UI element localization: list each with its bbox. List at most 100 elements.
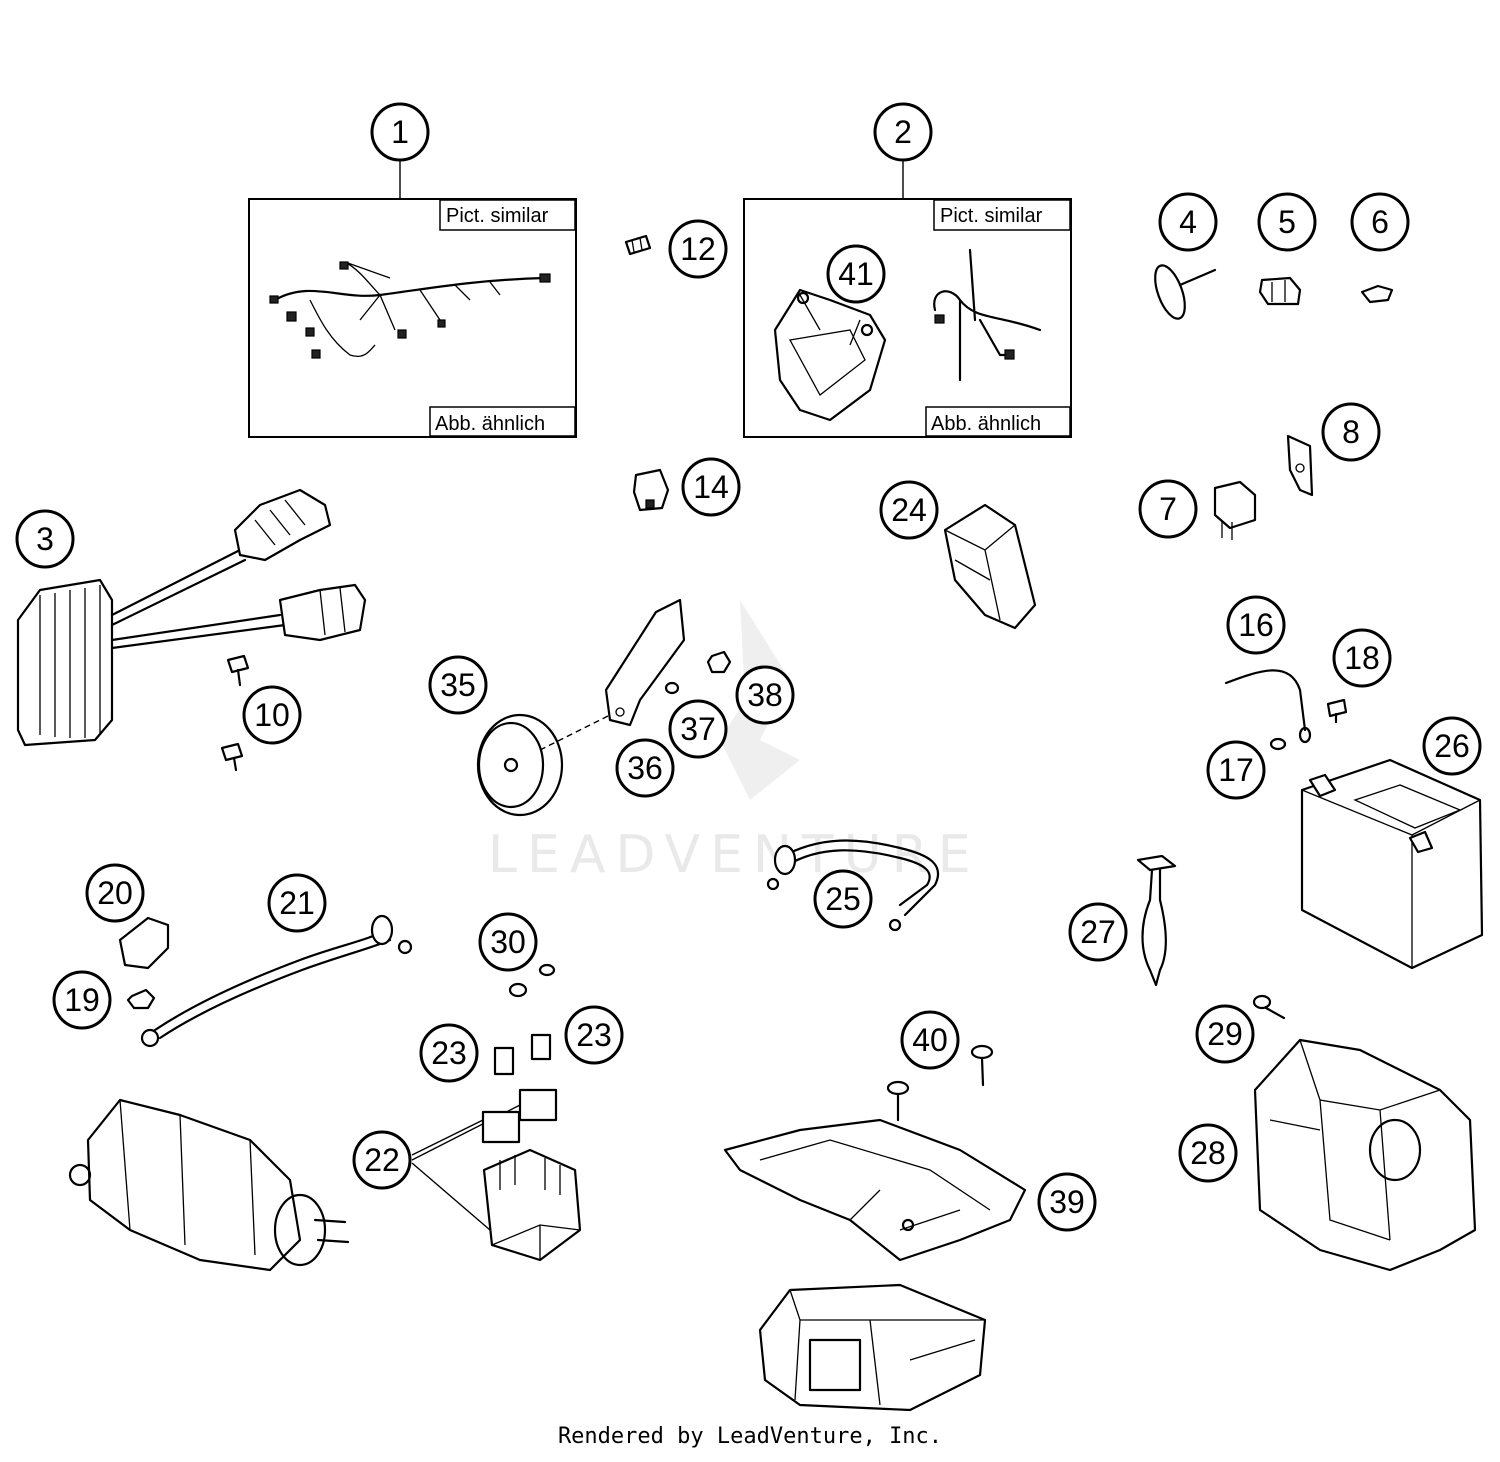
callout-5: 5 [1257, 192, 1317, 252]
part-2-relay-holder: Pict. similar Abb. ähnlich [743, 160, 1072, 438]
part-23-fuses [493, 1033, 552, 1076]
callout-27: 27 [1068, 902, 1128, 962]
svg-text:35: 35 [440, 667, 476, 703]
callout-4: 4 [1158, 192, 1218, 252]
part-22-starter-relay [411, 1088, 582, 1262]
callout-36: 36 [615, 738, 675, 798]
watermark-text: LEADVENTURE [488, 825, 981, 885]
part-39-ecu-cover [723, 1118, 1027, 1262]
svg-text:5: 5 [1278, 204, 1296, 240]
part-10-screws [220, 654, 250, 772]
callout-23-left: 23 [419, 1023, 479, 1083]
svg-text:26: 26 [1434, 728, 1470, 764]
ecu-module [758, 1283, 987, 1412]
svg-text:17: 17 [1218, 752, 1254, 788]
callout-24: 24 [879, 480, 939, 540]
box1-label-top: Pict. similar [446, 205, 549, 227]
svg-text:23: 23 [576, 1017, 612, 1053]
callout-10: 10 [242, 685, 302, 745]
part-20-boot [118, 916, 170, 970]
svg-text:30: 30 [490, 924, 526, 960]
part-24-control-unit [943, 503, 1037, 630]
callout-16: 16 [1226, 595, 1286, 655]
callout-29: 29 [1195, 1004, 1255, 1064]
part-35-horn [476, 713, 611, 817]
part-19-nut [126, 988, 156, 1010]
callout-18: 18 [1332, 628, 1392, 688]
part-1-wiring-harness: Pict. similar Abb. ähnlich [248, 160, 577, 438]
part-36-horn-bracket [604, 598, 686, 727]
part-14-connector [632, 468, 670, 512]
svg-text:29: 29 [1207, 1016, 1243, 1052]
callout-14: 14 [681, 457, 741, 517]
svg-text:12: 12 [680, 231, 716, 267]
callout-25: 25 [813, 869, 873, 929]
svg-text:36: 36 [627, 750, 663, 786]
watermark: LEADVENTURE [488, 600, 981, 885]
svg-text:3: 3 [36, 521, 54, 557]
callout-8: 8 [1321, 402, 1381, 462]
svg-text:40: 40 [912, 1022, 948, 1058]
part-26-battery [1300, 758, 1484, 970]
svg-text:27: 27 [1080, 914, 1116, 950]
callout-3: 3 [15, 509, 75, 569]
part-7-relay [1213, 480, 1257, 540]
part-4-cable-tie [1154, 264, 1217, 320]
svg-text:38: 38 [747, 677, 783, 713]
box1-label-bottom: Abb. ähnlich [435, 413, 545, 435]
callout-26: 26 [1422, 716, 1482, 776]
callout-35: 35 [428, 655, 488, 715]
svg-text:20: 20 [97, 875, 133, 911]
part-21-starter-cable [140, 914, 413, 1048]
callout-28: 28 [1178, 1123, 1238, 1183]
callout-12: 12 [668, 219, 728, 279]
svg-text:37: 37 [680, 711, 716, 747]
callout-38: 38 [735, 665, 795, 725]
part-5-clip [1258, 276, 1302, 306]
svg-text:14: 14 [693, 469, 729, 505]
part-16-ground-cable [1224, 669, 1312, 744]
callout-41: 41 [826, 244, 886, 304]
part-12-fuse [624, 234, 652, 256]
svg-text:25: 25 [825, 881, 861, 917]
callout-7: 7 [1138, 479, 1198, 539]
box2-label-bottom: Abb. ähnlich [931, 413, 1041, 435]
part-3-voltage-regulator [16, 488, 367, 747]
callout-37: 37 [668, 699, 728, 759]
svg-text:7: 7 [1159, 491, 1177, 527]
callout-22: 22 [352, 1130, 412, 1190]
starter-motor [68, 1098, 350, 1272]
part-29-screw [1252, 994, 1286, 1020]
part-25-battery-cable [766, 839, 940, 932]
svg-text:39: 39 [1049, 1184, 1085, 1220]
svg-text:22: 22 [364, 1142, 400, 1178]
part-30-screws [508, 963, 556, 998]
svg-text:16: 16 [1238, 607, 1274, 643]
svg-text:8: 8 [1342, 414, 1360, 450]
part-40-screws [886, 1044, 994, 1122]
svg-text:4: 4 [1179, 204, 1197, 240]
callout-20: 20 [85, 863, 145, 923]
callout-21: 21 [267, 873, 327, 933]
svg-text:18: 18 [1344, 640, 1380, 676]
svg-text:6: 6 [1371, 204, 1389, 240]
svg-text:23: 23 [431, 1035, 467, 1071]
callout-30: 30 [478, 912, 538, 972]
svg-text:2: 2 [894, 114, 912, 150]
box2-label-top: Pict. similar [940, 205, 1043, 227]
svg-text:24: 24 [891, 492, 927, 528]
part-8-bracket [1286, 434, 1314, 497]
part-27-fuse-holder [1136, 854, 1177, 987]
footer-credit: Rendered by LeadVenture, Inc. [557, 1424, 943, 1449]
part-17-washer [1269, 737, 1287, 751]
callout-17: 17 [1206, 740, 1266, 800]
svg-text:1: 1 [391, 114, 409, 150]
svg-text:10: 10 [254, 697, 290, 733]
callout-1: 1 [370, 102, 430, 162]
part-38-nut [706, 650, 732, 674]
svg-text:41: 41 [838, 256, 874, 292]
part-18-screw [1326, 698, 1348, 724]
callout-39: 39 [1037, 1172, 1097, 1232]
callout-2: 2 [873, 102, 933, 162]
svg-text:28: 28 [1190, 1135, 1226, 1171]
